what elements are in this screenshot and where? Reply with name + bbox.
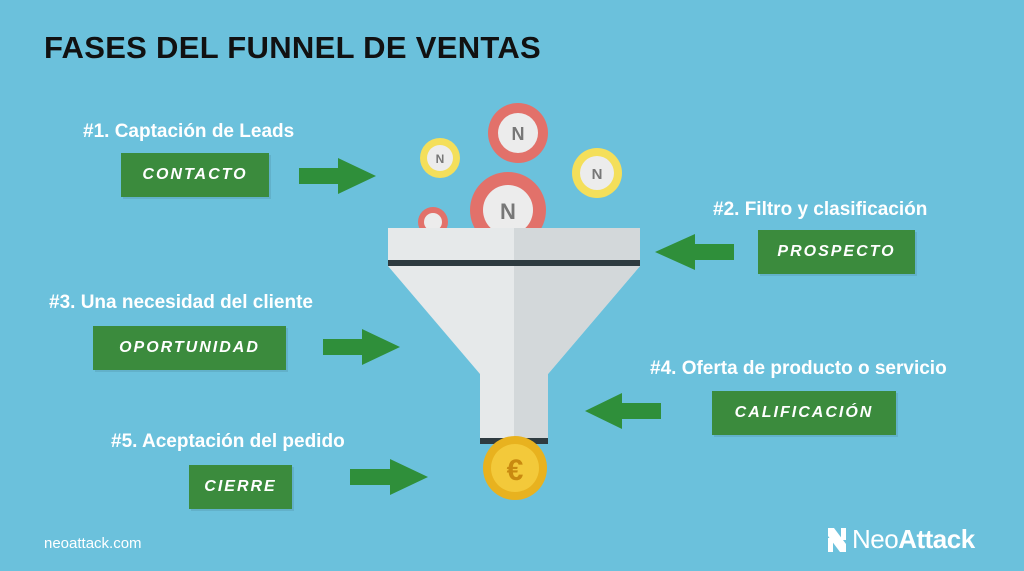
stage-5-label: CIERRE	[189, 465, 292, 509]
stage-2-label: PROSPECTO	[758, 230, 915, 274]
arrow-right-icon	[350, 459, 428, 495]
stage-3-label: OPORTUNIDAD	[93, 326, 286, 370]
stage-1-heading: #1. Captación de Leads	[83, 121, 295, 142]
arrow-right-icon	[323, 329, 400, 365]
arrow-right-icon	[299, 158, 376, 194]
stage-4-label: CALIFICACIÓN	[712, 391, 896, 435]
neoattack-logo-icon	[828, 527, 846, 552]
svg-text:N: N	[436, 152, 445, 166]
stage-4-heading: #4. Oferta de producto o servicio	[650, 358, 947, 379]
arrow-left-icon	[655, 234, 734, 270]
svg-text:N: N	[500, 199, 516, 224]
svg-text:€: €	[507, 454, 524, 487]
brand-logo: NeoAttack	[828, 524, 975, 555]
coin-icon: N	[572, 148, 622, 198]
funnel-icon	[388, 228, 640, 444]
svg-text:N: N	[512, 124, 525, 144]
euro-coin-icon: €	[483, 436, 547, 500]
stage-5-heading: #5. Aceptación del pedido	[111, 431, 345, 452]
stage-1-label: CONTACTO	[121, 153, 269, 197]
footer-url: neoattack.com	[44, 535, 142, 552]
page-title: FASES DEL FUNNEL DE VENTAS	[44, 30, 541, 65]
coin-icon: N	[420, 138, 460, 178]
coin-icon: N	[488, 103, 548, 163]
stage-3-heading: #3. Una necesidad del cliente	[49, 292, 313, 313]
arrow-left-icon	[585, 393, 661, 429]
brand-name: NeoAttack	[852, 524, 975, 554]
stage-2-heading: #2. Filtro y clasificación	[713, 199, 928, 220]
svg-text:N: N	[592, 166, 603, 183]
